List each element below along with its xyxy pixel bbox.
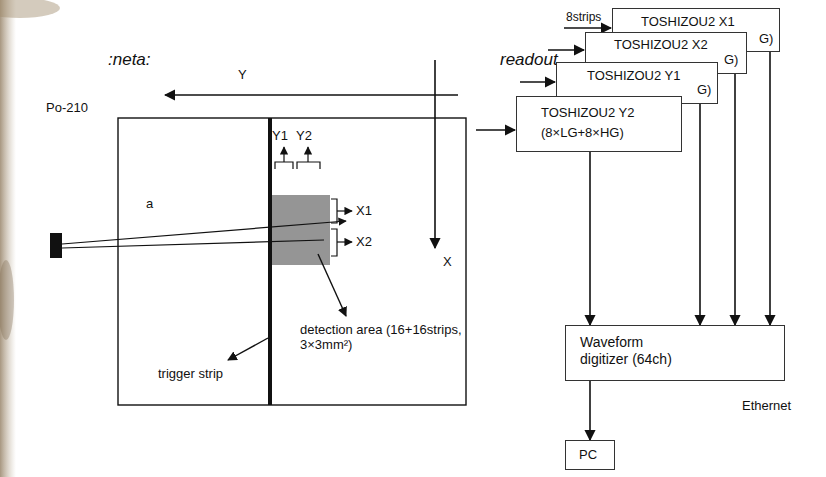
label-text: Y: [238, 67, 247, 82]
label-text: readout: [500, 50, 558, 70]
leader-arrow: [228, 338, 268, 360]
box-text: G): [697, 82, 711, 97]
box-text: (8×LG+8×HG): [541, 125, 624, 140]
label-text: a: [146, 196, 153, 211]
label-text: Y2: [296, 128, 312, 143]
signal-connector: [734, 74, 736, 325]
x-axis-arrow: [434, 60, 436, 248]
readout-arrow: [307, 147, 308, 162]
label-text: trigger strip: [158, 366, 223, 381]
po210-source: [50, 233, 62, 258]
input-arrow: [564, 27, 611, 29]
alpha-track: [62, 240, 324, 248]
label-text: Po-210: [46, 100, 88, 115]
signal-connector: [699, 104, 701, 325]
readout-arrow: [337, 210, 352, 211]
signal-connector: [589, 152, 591, 325]
detector-frame: [118, 118, 466, 405]
box-text: PC: [579, 447, 597, 462]
strip-bracket: [275, 162, 320, 169]
box-text: G): [759, 31, 773, 46]
photo-edge-texture: [0, 0, 16, 477]
box-text: TOSHIZOU2 Y1: [587, 68, 680, 83]
photo-edge-texture: [0, 0, 60, 18]
box-text: TOSHIZOU2 Y2: [541, 105, 634, 120]
label-text: 8strips: [566, 10, 601, 25]
label-text: Ethernet: [742, 398, 791, 413]
input-arrow: [476, 129, 515, 131]
readout-box: PC: [565, 440, 615, 470]
label-text: :neta:: [108, 50, 151, 70]
readout-box: TOSHIZOU2 Y2 (8×LG+8×HG): [516, 96, 682, 152]
box-text: Waveform digitizer (64ch): [580, 334, 692, 368]
label-text: X2: [356, 234, 372, 249]
readout-arrow: [337, 241, 352, 242]
signal-connector: [769, 52, 771, 325]
trigger-strip: [268, 118, 272, 405]
photo-edge-texture: [0, 260, 14, 340]
label-text: detection area (16+16strips, 3×3mm²): [300, 322, 472, 352]
input-arrow: [520, 81, 555, 83]
box-text: TOSHIZOU2 X1: [641, 14, 735, 29]
y-axis-arrow: [165, 94, 458, 96]
label-text: X1: [356, 203, 372, 218]
leader-arrow: [318, 254, 346, 316]
box-text: G): [724, 52, 738, 67]
box-text: TOSHIZOU2 X2: [614, 37, 708, 52]
label-text: Y1: [272, 128, 288, 143]
strip-bracket: [331, 199, 337, 256]
readout-arrow: [283, 147, 284, 162]
readout-box: Waveform digitizer (64ch): [565, 325, 785, 381]
label-text: X: [443, 254, 452, 269]
detection-area: [272, 195, 330, 265]
signal-connector: [589, 381, 591, 440]
